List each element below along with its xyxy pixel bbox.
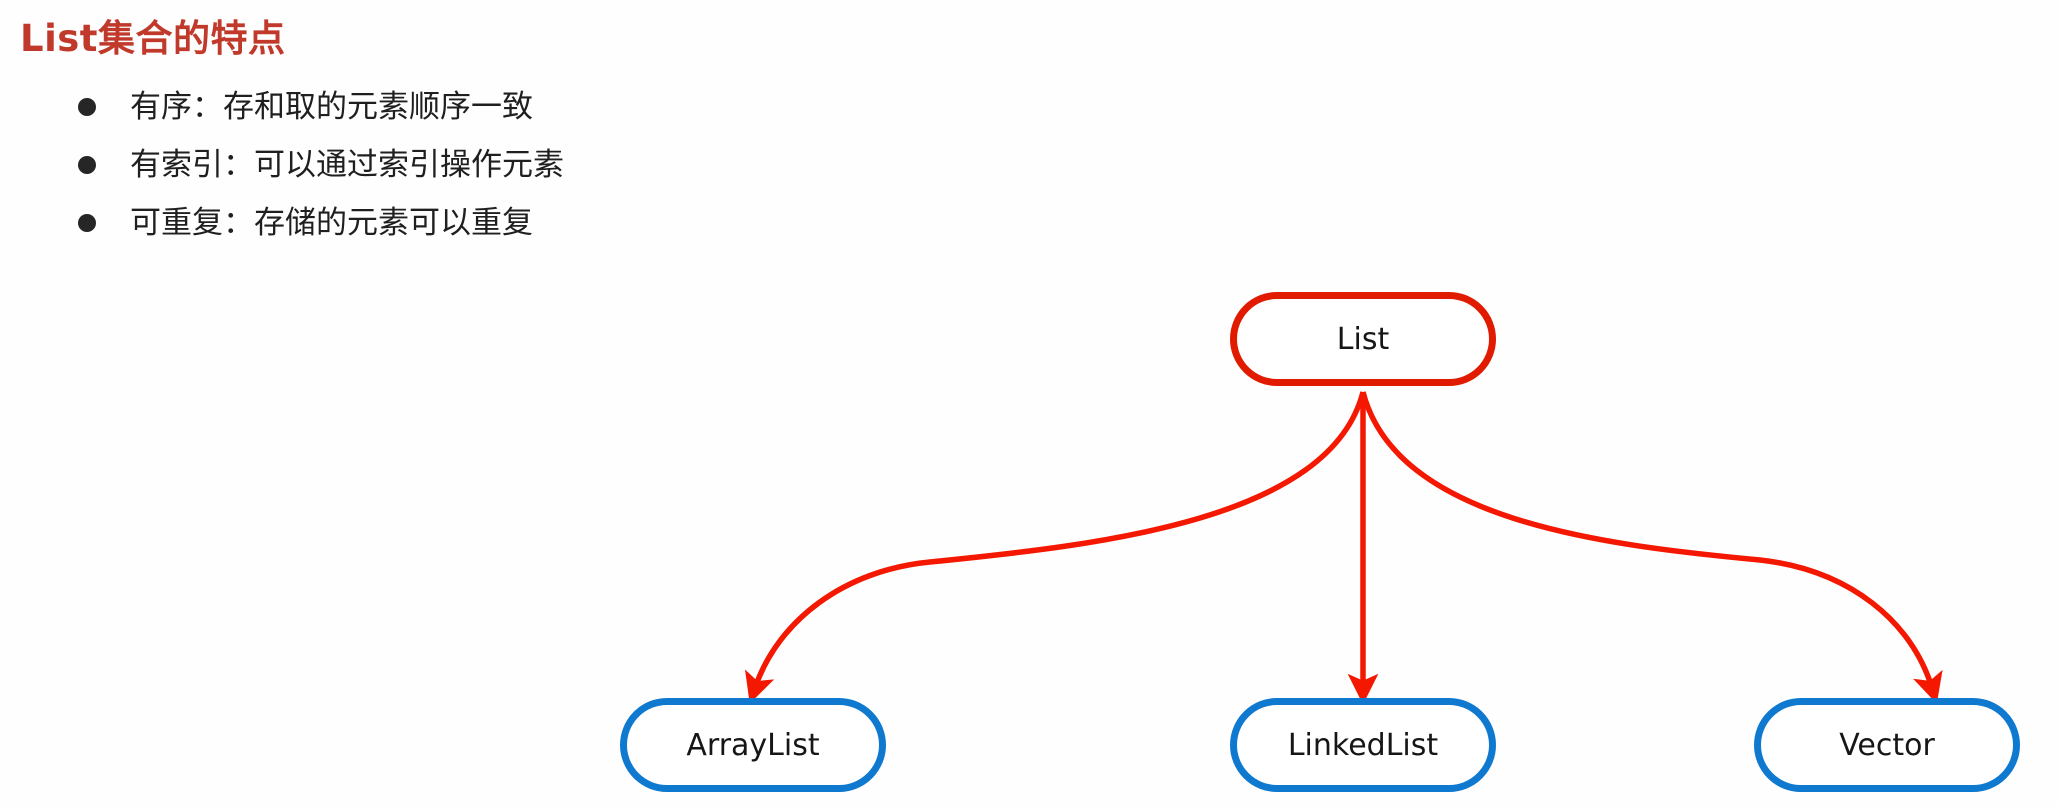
- edge-list-to-arraylist: [745, 391, 1366, 704]
- list-item: 有序：存和取的元素顺序一致: [78, 78, 564, 136]
- bullet-dot-icon: [78, 156, 96, 174]
- diagram-node-linkedlist[interactable]: LinkedList: [1230, 698, 1496, 792]
- node-label: List: [1336, 321, 1390, 357]
- bullet-label: 有序：存和取的元素顺序一致: [130, 88, 533, 125]
- node-label: ArrayList: [686, 727, 820, 763]
- page-title: List集合的特点: [20, 17, 286, 60]
- bullet-dot-icon: [78, 98, 96, 116]
- edge-list-to-vector: [1360, 391, 1943, 704]
- feature-bullet-list: 有序：存和取的元素顺序一致 有索引：可以通过索引操作元素 可重复：存储的元素可以…: [78, 78, 564, 252]
- list-item: 有索引：可以通过索引操作元素: [78, 136, 564, 194]
- bullet-dot-icon: [78, 214, 96, 232]
- diagram-node-arraylist[interactable]: ArrayList: [620, 698, 886, 792]
- bullet-label: 有索引：可以通过索引操作元素: [130, 146, 564, 183]
- node-label: LinkedList: [1287, 727, 1439, 763]
- diagram-node-list[interactable]: List: [1230, 292, 1496, 386]
- list-item: 可重复：存储的元素可以重复: [78, 194, 564, 252]
- bullet-label: 可重复：存储的元素可以重复: [130, 204, 533, 241]
- node-label: Vector: [1839, 727, 1935, 763]
- diagram-node-vector[interactable]: Vector: [1754, 698, 2020, 792]
